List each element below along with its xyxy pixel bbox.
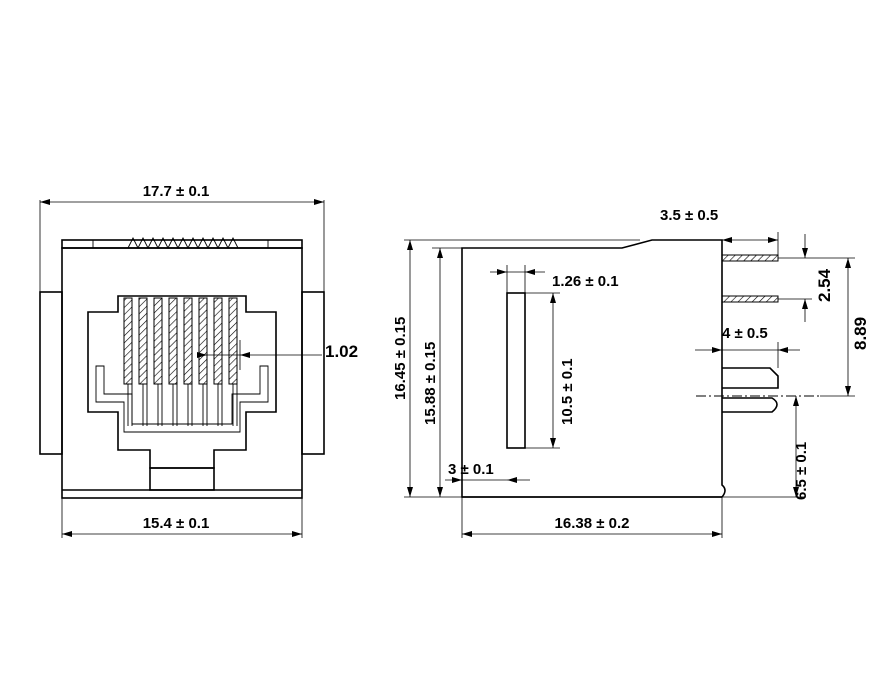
- lead-length-label: 3.5 ± 0.5: [660, 207, 718, 224]
- side-view: 16.45 ± 0.15 15.88 ± 0.15 1.26 ± 0.1: [392, 207, 870, 538]
- dim-slot-width: 1.26 ± 0.1: [490, 265, 619, 293]
- dim-edge-offset: 3 ± 0.1: [445, 461, 530, 483]
- front-top-ridge: [61, 239, 303, 249]
- dim-pin-pitch: 1.02: [197, 340, 358, 370]
- dim-lead-pitch: 2.54: [778, 234, 834, 322]
- body-height-label: 15.88 ± 0.15: [422, 342, 439, 425]
- dim-body-width: 15.4 ± 0.1: [61, 498, 303, 538]
- dim-post-length: 4 ± 0.5: [695, 325, 800, 368]
- side-lead-bottom: [721, 295, 779, 303]
- overall-height-label: 16.45 ± 0.15: [392, 317, 409, 400]
- side-lead-top: [721, 254, 779, 262]
- front-right-tab: [301, 291, 325, 455]
- front-jack-opening: [87, 295, 277, 469]
- dim-body-depth: 16.38 ± 0.2: [461, 497, 723, 538]
- edge-offset-label: 3 ± 0.1: [448, 461, 494, 478]
- body-width-label: 15.4 ± 0.1: [143, 515, 210, 532]
- dim-post-offset: 6.5 ± 0.1: [722, 396, 810, 500]
- front-serrations: [127, 236, 239, 250]
- lead-pitch-label: 2.54: [815, 268, 834, 302]
- dim-lead-span: 8.89: [812, 257, 870, 397]
- body-depth-label: 16.38 ± 0.2: [555, 515, 630, 532]
- dim-lead-length: 3.5 ± 0.5: [660, 207, 779, 255]
- overall-width-label: 17.7 ± 0.1: [143, 183, 210, 200]
- post-length-label: 4 ± 0.5: [722, 325, 768, 342]
- dim-slot-length: 10.5 ± 0.1: [525, 292, 576, 449]
- front-latch-window: [149, 467, 215, 491]
- dim-overall-width: 17.7 ± 0.1: [39, 183, 325, 292]
- front-left-tab: [39, 291, 63, 455]
- slot-length-label: 10.5 ± 0.1: [559, 358, 576, 425]
- side-slot: [506, 292, 526, 449]
- front-body-outline: [61, 247, 303, 499]
- lead-span-label: 8.89: [851, 317, 870, 350]
- dim-body-height: 15.88 ± 0.15: [422, 247, 462, 497]
- front-view: 17.7 ± 0.1 15.4 ± 0.1 1.02: [39, 183, 358, 538]
- side-post-peg: [722, 367, 779, 389]
- slot-width-label: 1.26 ± 0.1: [552, 273, 619, 290]
- front-contact-pins: [123, 297, 238, 426]
- pin-pitch-label: 1.02: [325, 342, 358, 361]
- dim-overall-height: 16.45 ± 0.15: [392, 239, 640, 498]
- post-offset-label: 6.5 ± 0.1: [793, 442, 810, 500]
